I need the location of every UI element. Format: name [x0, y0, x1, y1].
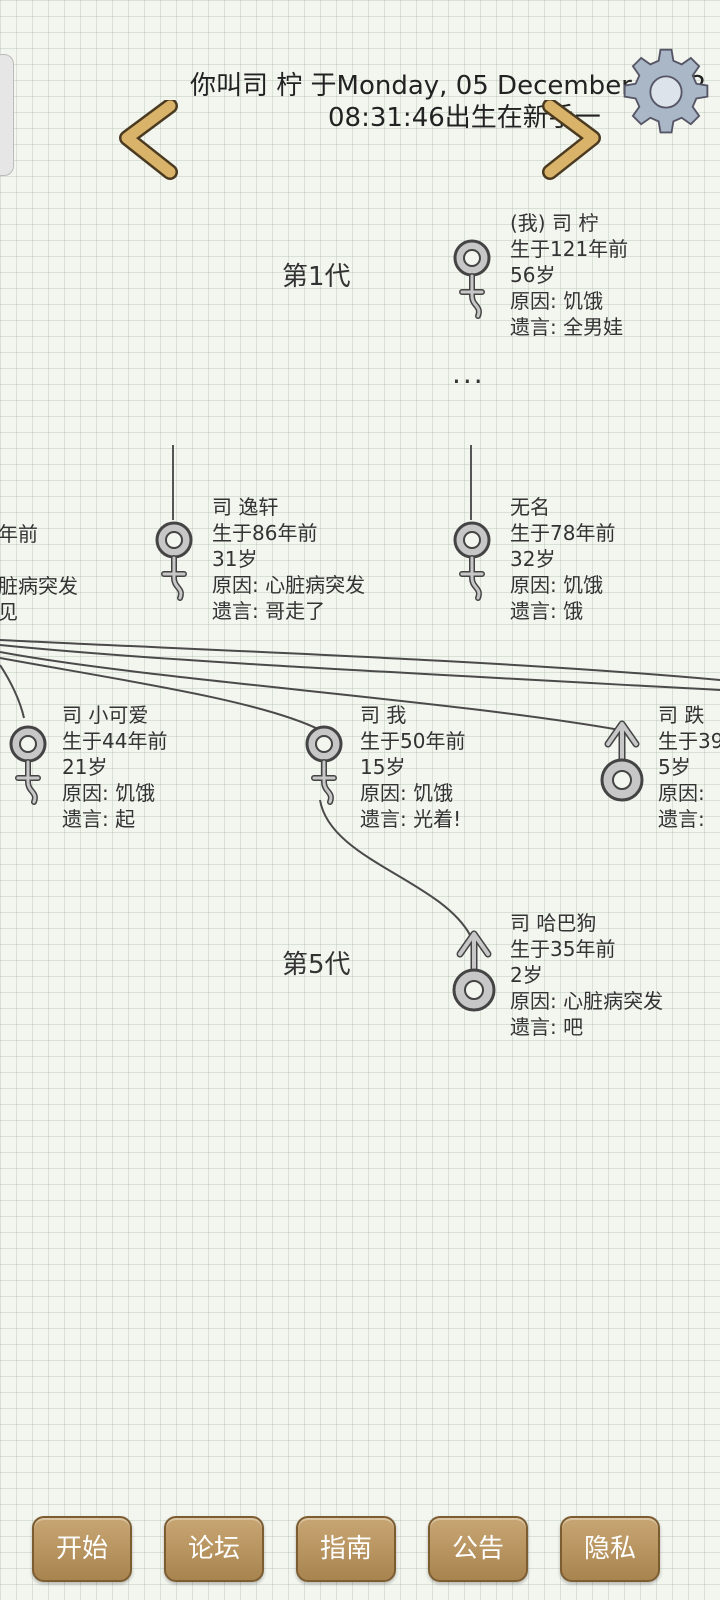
person-cause: 脏病突发: [0, 574, 78, 598]
person-name: (我) 司 柠: [510, 211, 599, 235]
person-name: 无名: [510, 495, 550, 519]
person-info: 司 哈巴狗 生于35年前 2岁 原因: 心脏病突发 遗言: 吧: [510, 910, 663, 1040]
person-born: 年前: [0, 522, 38, 546]
person-will: 遗言: 吧: [510, 1015, 584, 1039]
person-info: 年前 脏病突发 见: [0, 521, 78, 625]
person-cause: 原因: 心脏病突发: [212, 573, 366, 597]
person-name: 司 我: [360, 703, 407, 727]
person-cause: 原因: 饥饿: [510, 289, 604, 313]
side-drawer-tab[interactable]: [0, 54, 14, 176]
person-will: 遗言: 起: [62, 807, 136, 831]
person-age: 15岁: [360, 755, 406, 779]
person-name: 司 跌: [658, 703, 705, 727]
tree-stem: [172, 445, 174, 520]
person-born: 生于44年前: [62, 729, 168, 753]
prev-arrow-icon[interactable]: [115, 100, 185, 180]
person-info: 司 跌 生于39 5岁 原因: 遗言:: [658, 702, 720, 832]
male-symbol-icon[interactable]: [448, 928, 500, 1018]
person-born: 生于39: [658, 729, 720, 753]
person-will: 见: [0, 600, 18, 624]
person-name: 司 哈巴狗: [510, 911, 597, 935]
generation-label: 第5代: [282, 950, 351, 980]
female-symbol-icon[interactable]: [300, 722, 348, 808]
person-age: 56岁: [510, 263, 556, 287]
person-age: 5岁: [658, 755, 691, 779]
person-info: 司 小可爱 生于44年前 21岁 原因: 饥饿 遗言: 起: [62, 702, 167, 832]
privacy-button[interactable]: 隐私: [560, 1516, 660, 1582]
female-symbol-icon[interactable]: [4, 722, 52, 808]
forum-button[interactable]: 论坛: [164, 1516, 264, 1582]
notice-button[interactable]: 公告: [428, 1516, 528, 1582]
header-line-1: 你叫司 柠 于Monday, 05 December 2022: [190, 71, 707, 101]
female-symbol-icon[interactable]: [448, 236, 496, 322]
person-will: 遗言: 哥走了: [212, 599, 326, 623]
female-symbol-icon[interactable]: [448, 518, 496, 604]
guide-button[interactable]: 指南: [296, 1516, 396, 1582]
person-cause: 原因: 饥饿: [510, 573, 604, 597]
person-born: 生于86年前: [212, 521, 318, 545]
person-will: 遗言: 全男娃: [510, 315, 624, 339]
person-name: 司 小可爱: [62, 703, 149, 727]
person-born: 生于35年前: [510, 937, 616, 961]
person-info: 无名 生于78年前 32岁 原因: 饥饿 遗言: 饿: [510, 494, 615, 624]
person-will: 遗言: 光着!: [360, 807, 462, 831]
person-cause: 原因: 心脏病突发: [510, 989, 664, 1013]
person-age: 32岁: [510, 547, 556, 571]
person-info: (我) 司 柠 生于121年前 56岁 原因: 饥饿 遗言: 全男娃: [510, 210, 628, 340]
person-will: 遗言: 饿: [510, 599, 584, 623]
gear-icon[interactable]: [620, 46, 712, 138]
person-info: 司 我 生于50年前 15岁 原因: 饥饿 遗言: 光着!: [360, 702, 465, 832]
person-age: 2岁: [510, 963, 543, 987]
next-arrow-icon[interactable]: [535, 100, 605, 180]
person-info: 司 逸轩 生于86年前 31岁 原因: 心脏病突发 遗言: 哥走了: [212, 494, 365, 624]
person-cause: 原因: 饥饿: [62, 781, 156, 805]
female-symbol-icon[interactable]: [150, 518, 198, 604]
person-born: 生于121年前: [510, 237, 629, 261]
person-age: 21岁: [62, 755, 108, 779]
generation-label: 第1代: [282, 262, 351, 292]
person-will: 遗言:: [658, 807, 705, 831]
person-age: [0, 547, 78, 573]
person-age: 31岁: [212, 547, 258, 571]
person-cause: 原因:: [658, 781, 705, 805]
ellipsis: ···: [452, 365, 485, 398]
person-born: 生于50年前: [360, 729, 466, 753]
start-button[interactable]: 开始: [32, 1516, 132, 1582]
person-name: 司 逸轩: [212, 495, 279, 519]
male-symbol-icon[interactable]: [596, 718, 648, 808]
person-born: 生于78年前: [510, 521, 616, 545]
tree-stem: [470, 445, 472, 520]
person-cause: 原因: 饥饿: [360, 781, 454, 805]
